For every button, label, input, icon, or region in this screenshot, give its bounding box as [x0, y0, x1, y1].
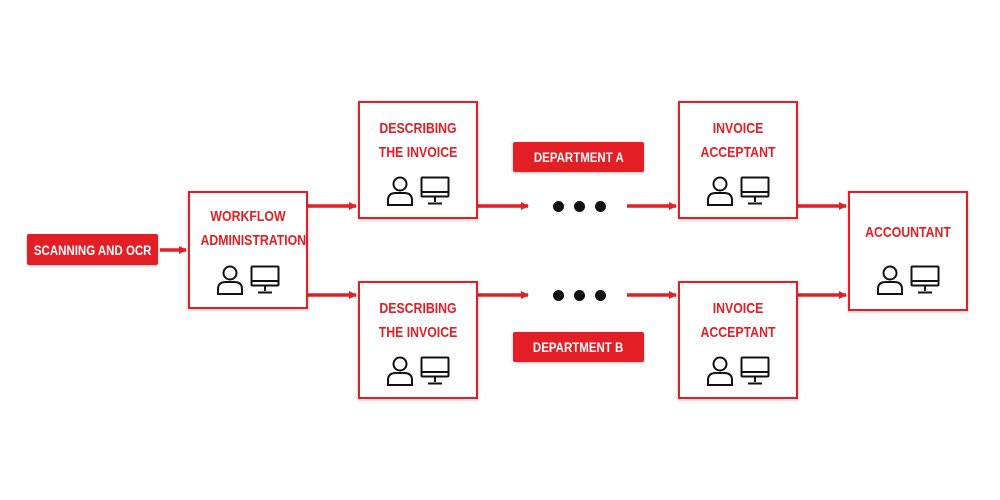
computer-monitor-icon [740, 356, 770, 385]
describing-invoice-box-a: DESCRIBING THE INVOICE [358, 101, 478, 219]
role-icons [190, 265, 306, 295]
department-a-text: DEPARTMENT A [533, 149, 624, 165]
dot [574, 201, 585, 212]
dot [595, 290, 606, 301]
computer-monitor-icon [420, 356, 450, 385]
scanning-and-ocr-text: SCANNING AND OCR [33, 241, 152, 258]
invoice-acceptant-box-a: INVOICE ACCEPTANT [678, 101, 798, 219]
person-icon [707, 356, 733, 386]
describing-invoice-title-a: DESCRIBING THE INVOICE [378, 120, 458, 161]
person-icon [877, 265, 903, 295]
department-b-label: DEPARTMENT B [513, 332, 644, 362]
person-icon [387, 176, 413, 206]
dot [574, 290, 585, 301]
person-icon [217, 265, 243, 295]
role-icons [680, 356, 796, 386]
dot [553, 201, 564, 212]
invoice-acceptant-box-b: INVOICE ACCEPTANT [678, 281, 798, 399]
computer-monitor-icon [740, 176, 770, 205]
invoice-acceptant-title-a: INVOICE ACCEPTANT [700, 120, 776, 161]
accountant-title: ACCOUNTANT [865, 224, 951, 241]
person-icon [707, 176, 733, 206]
role-icons [360, 356, 476, 386]
dot [595, 201, 606, 212]
department-a-label: DEPARTMENT A [513, 142, 644, 172]
person-icon [387, 356, 413, 386]
role-icons [680, 176, 796, 206]
computer-monitor-icon [420, 176, 450, 205]
department-b-text: DEPARTMENT B [533, 339, 624, 355]
role-icons [360, 176, 476, 206]
workflow-administration-box: WORKFLOW ADMINISTRATION [188, 191, 308, 309]
dot [553, 290, 564, 301]
workflow-administration-title: WORKFLOW ADMINISTRATION [200, 208, 307, 249]
describing-invoice-box-b: DESCRIBING THE INVOICE [358, 281, 478, 399]
accountant-box: ACCOUNTANT [848, 191, 968, 311]
describing-invoice-title-b: DESCRIBING THE INVOICE [378, 300, 458, 341]
invoice-acceptant-title-b: INVOICE ACCEPTANT [700, 300, 776, 341]
role-icons [850, 265, 966, 295]
ellipsis-dots-b [553, 290, 606, 301]
scanning-and-ocr-label: SCANNING AND OCR [27, 234, 158, 265]
computer-monitor-icon [250, 265, 280, 294]
ellipsis-dots-a [553, 201, 606, 212]
computer-monitor-icon [910, 265, 940, 294]
